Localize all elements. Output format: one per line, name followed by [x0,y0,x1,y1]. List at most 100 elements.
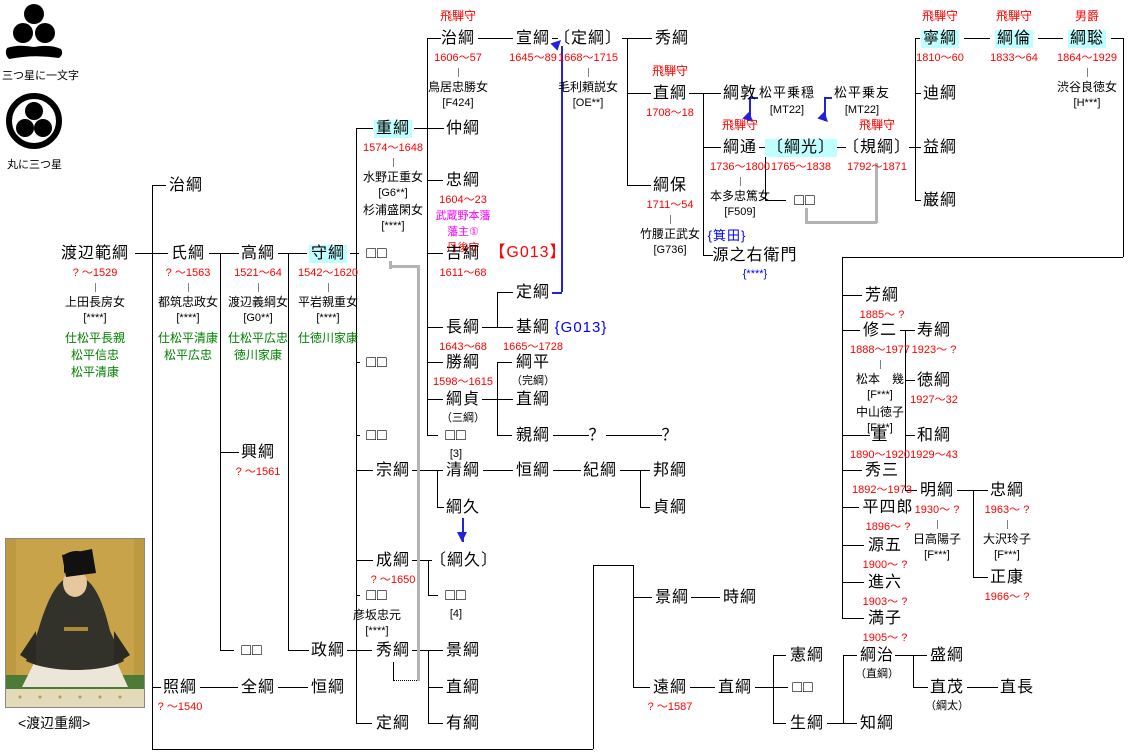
spouse-code: [F***] [867,389,893,401]
person-name: □□ [366,587,388,604]
connector-line [913,655,914,687]
person-name: 直長 [999,679,1034,696]
spouse-name: 大沢玲子 [982,532,1031,546]
life-dates: 1966～ ? [984,591,1030,603]
connector-line [428,595,438,596]
spouse-code: [F424] [442,97,474,109]
connector-line [773,655,786,656]
crest-three-stars-bar-icon [5,4,63,59]
spouse-link-bar [669,215,671,224]
spouse-code: [G736] [653,244,687,256]
connector-line [627,185,651,186]
court-title: 飛騨守 [651,64,688,78]
person-name: 綱貞 [445,391,480,408]
person-name: 全綱 [240,679,275,696]
person-kunitsuna: 邦綱 [605,462,735,480]
person-name: 恒綱 [310,679,345,696]
person-name: □□ [241,642,263,659]
life-dates: 1611～68 [439,267,487,279]
life-dates: ? ～1563 [165,267,211,279]
connector-line [843,655,857,656]
person-box-m2: □□ [312,354,442,372]
spouse-link-bar [587,68,589,77]
person-name: 宣綱 [515,30,550,47]
person-noritsuna-k: 飛騨守〔規綱〕1792～1871 [812,119,942,174]
person-name: 明綱 [919,482,954,499]
connector-line [561,46,563,292]
person-name: 重 [871,427,889,444]
life-dates: 1521～64 [234,267,282,279]
connector-line [428,687,443,688]
person-name: 満子 [867,610,902,627]
connector-line [428,723,443,724]
person-name: 清綱 [445,462,480,479]
spouse-name: 渡辺義綱女 [227,295,288,309]
connector-line [749,97,758,99]
connector-line [356,128,357,723]
connector-line [842,470,862,471]
life-dates: 1643～68 [439,341,487,353]
connector-line [428,650,429,723]
life-dates: 1736～1800 [710,161,770,173]
connector-line [152,185,166,186]
person-name: 修二 [862,322,897,339]
person-note: [3] [449,448,463,460]
connector-line [915,38,916,200]
connector-line [437,507,444,508]
spouse-code: [****] [316,312,340,324]
court-title: 飛騨守 [921,9,958,23]
connector-line [393,662,394,681]
person-tsunetsuna2: 恒綱 [468,462,598,480]
spouse-code: [OE**] [572,97,604,109]
person-note: [4] [449,608,463,620]
connector-line [905,380,915,381]
spouse-name: 毛利頼説女 [557,80,618,94]
person-note: （完綱） [511,375,555,387]
person-naonaga: 直長 [952,679,1082,697]
life-dates: ? ～1650 [370,574,416,586]
person-name: 綱敦 [722,85,757,102]
person-sadatsuna2: 定綱 [468,284,598,302]
person-name: 寧綱 [920,30,959,48]
connector-line [842,545,864,546]
connector-line [356,470,373,471]
person-sadatsuna-m: 定綱 [328,715,458,733]
person-name: 直綱 [515,391,550,408]
connector-line [593,565,594,749]
person-name: □□ [794,192,816,209]
person-iwaotsuna: 巌綱 [875,192,1005,210]
person-box-u1: □□ [187,642,317,660]
person-name: □□ [445,587,467,604]
crest-label: 三つ星に一文字 [2,70,79,82]
connector-line [356,560,373,561]
person-name: 秀三 [864,462,899,479]
spouse-name: 本多忠篤女 [709,189,770,203]
person-hidetsuna-m: 秀綱 [328,642,458,660]
connector-line [497,435,512,436]
life-dates: ? ～1529 [72,267,118,279]
connector-line [973,577,988,578]
person-zentsuna: 全綱 [193,679,323,697]
life-dates: 1765～1838 [771,161,831,173]
person-name: □□ [366,245,388,262]
person-name: 直綱 [717,679,752,696]
spouse-link-bar [187,283,189,292]
crest-circle-three-stars-icon [6,93,62,149]
spouse-code: [****] [365,625,389,637]
connector-line [842,582,864,583]
portrait-watanabe-shigetsuna [5,538,145,708]
served-lord: 仕徳川家康 [297,331,358,345]
connector-line [967,687,998,688]
person-name: {箕田} [707,228,747,243]
person-moritsuna2: 盛綱 [882,647,1012,665]
person-name: ？ [661,427,679,444]
person-name: 吉綱 [445,245,480,262]
connector-line [347,650,372,651]
